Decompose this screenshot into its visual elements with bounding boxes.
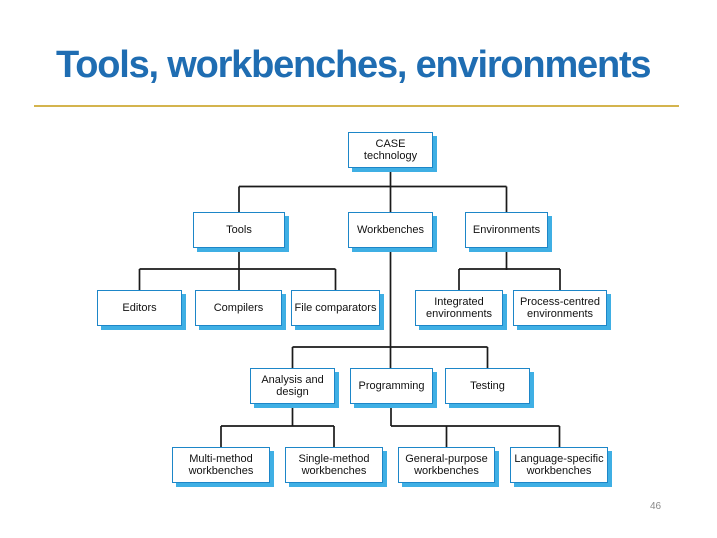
node-multi-method-workbenches: Multi-method workbenches [172, 447, 270, 483]
node-analysis-and-design: Analysis and design [250, 368, 335, 404]
node-general-purpose-workbenches: General-purpose workbenches [398, 447, 495, 483]
node-programming: Programming [350, 368, 433, 404]
title-divider [34, 105, 679, 107]
node-editors: Editors [97, 290, 182, 326]
node-workbenches: Workbenches [348, 212, 433, 248]
node-integrated-environments: Integrated environments [415, 290, 503, 326]
node-tools: Tools [193, 212, 285, 248]
node-process-centred-environments: Process-centred environments [513, 290, 607, 326]
node-case-technology: CASE technology [348, 132, 433, 168]
node-file-comparators: File comparators [291, 290, 380, 326]
node-environments: Environments [465, 212, 548, 248]
page-title: Tools, workbenches, environments [56, 44, 652, 86]
node-testing: Testing [445, 368, 530, 404]
node-single-method-workbenches: Single-method workbenches [285, 447, 383, 483]
node-compilers: Compilers [195, 290, 282, 326]
node-language-specific-workbenches: Language-specific workbenches [510, 447, 608, 483]
page-number: 46 [650, 501, 662, 512]
